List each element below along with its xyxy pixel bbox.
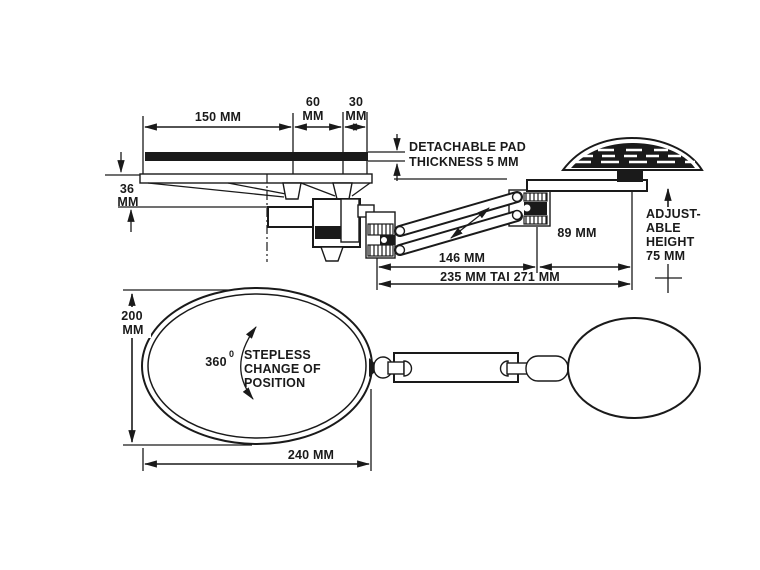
arm-stem-left bbox=[387, 361, 405, 375]
label-backing bbox=[113, 307, 151, 338]
pivot-joint bbox=[511, 209, 523, 221]
top-view: 200 MM 360 0 STEPLESS CHANGE OF POSITION… bbox=[113, 287, 701, 471]
pivot-notch bbox=[523, 204, 531, 212]
adjustable-label-line4: 75 MM bbox=[646, 249, 685, 263]
adjustable-label-line1: ADJUST- bbox=[646, 207, 701, 221]
serration-strip bbox=[367, 223, 394, 236]
dim-200mm-value: 200 bbox=[121, 309, 142, 323]
rotation-note-line2: CHANGE OF bbox=[244, 362, 321, 376]
rotation-arc-arrow bbox=[240, 326, 257, 400]
arm-socket-right bbox=[499, 360, 509, 377]
pad-rib bbox=[351, 182, 371, 197]
dim-group-240mm: 240 MM bbox=[142, 389, 372, 471]
mouse-pad-plate bbox=[526, 179, 648, 192]
dim-240mm-label: 240 MM bbox=[288, 448, 334, 462]
serration-strip bbox=[367, 244, 394, 257]
clamp-jaw bbox=[315, 226, 341, 239]
rotation-value: 360 bbox=[205, 355, 226, 369]
scissor-arm bbox=[394, 191, 523, 256]
dim-group-reach: 146 MM 89 MM 235 MM TAI 271 MM bbox=[376, 192, 633, 290]
detachable-pad-side bbox=[145, 152, 368, 161]
dim-group-36mm: 36 MM bbox=[105, 152, 268, 232]
side-view: 150 MM 60 MM 30 MM 36 MM bbox=[105, 95, 704, 293]
dim-30mm-unit: MM bbox=[345, 109, 366, 123]
extension-direction-arrow bbox=[450, 207, 490, 239]
rotation-note-line1: STEPLESS bbox=[244, 348, 311, 362]
pivot-joint bbox=[511, 191, 523, 203]
adjustable-label-line2: ABLE bbox=[646, 221, 681, 235]
pivot-notch bbox=[381, 237, 387, 243]
clamp-face bbox=[340, 198, 360, 243]
support-arm-top-view bbox=[369, 352, 569, 383]
arm-socket-left bbox=[403, 360, 413, 377]
pad-support-foot bbox=[332, 182, 353, 200]
pivot-joint bbox=[394, 244, 406, 256]
pad-note-line2: THICKNESS 5 MM bbox=[409, 155, 519, 169]
dim-group-pad-widths: 150 MM 60 MM 30 MM bbox=[142, 95, 368, 176]
rotation-annotation: 360 0 STEPLESS CHANGE OF POSITION bbox=[205, 326, 321, 400]
dim-30mm-value: 30 bbox=[349, 95, 363, 109]
adjustable-label-line3: HEIGHT bbox=[646, 235, 695, 249]
pad-base-plate bbox=[139, 173, 373, 184]
serration-strip bbox=[523, 215, 548, 225]
pad-ellipse-inner bbox=[147, 293, 367, 439]
dim-60mm-value: 60 bbox=[306, 95, 320, 109]
pivot-mount bbox=[380, 235, 395, 245]
pad-thickness-callout: DETACHABLE PAD THICKNESS 5 MM bbox=[368, 134, 526, 181]
dim-36mm-value: 36 bbox=[120, 182, 134, 196]
pad-rib bbox=[300, 182, 336, 197]
pad-clamp-assembly bbox=[266, 174, 396, 262]
armrest-pad-top-view bbox=[141, 287, 373, 445]
dim-60mm-unit: MM bbox=[302, 109, 323, 123]
arm-joint-capsule bbox=[525, 355, 569, 382]
pad-support-foot bbox=[282, 182, 302, 200]
dim-146mm-label: 146 MM bbox=[439, 251, 485, 265]
dome-stem bbox=[617, 169, 643, 182]
dim-235mm-label: 235 MM TAI 271 MM bbox=[440, 270, 560, 284]
serration-strip bbox=[523, 192, 548, 202]
mouse-pad-top-view bbox=[567, 317, 701, 419]
dim-150mm-label: 150 MM bbox=[195, 110, 241, 124]
arm-link-body bbox=[393, 352, 519, 383]
rotation-note-line3: POSITION bbox=[244, 376, 305, 390]
pad-note-line1: DETACHABLE PAD bbox=[409, 140, 526, 154]
clamp-foot bbox=[320, 246, 344, 262]
mouse-pad-side bbox=[526, 136, 704, 192]
pad-rib bbox=[227, 182, 287, 195]
pad-rib bbox=[147, 182, 285, 198]
pivot-joint bbox=[394, 225, 406, 237]
pivot-mount bbox=[524, 202, 547, 215]
rotation-degree-symbol: 0 bbox=[229, 349, 234, 359]
armrest-pad-side bbox=[139, 152, 373, 200]
dim-200mm-unit: MM bbox=[122, 323, 143, 337]
arm-stem-right bbox=[506, 362, 529, 375]
dim-89mm-label: 89 MM bbox=[557, 226, 596, 240]
adjustable-height-annotation: ADJUST- ABLE HEIGHT 75 MM bbox=[646, 187, 701, 293]
dim-36mm-unit: MM bbox=[117, 195, 138, 209]
